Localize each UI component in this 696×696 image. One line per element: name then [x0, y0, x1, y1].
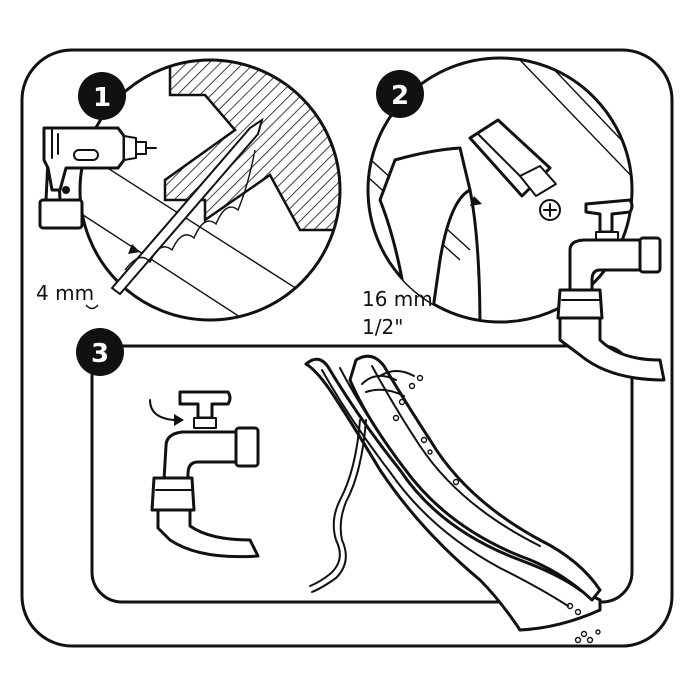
drill-icon — [38, 126, 157, 230]
faucet-icon — [556, 198, 666, 382]
step-3-detail: 3 — [76, 328, 602, 644]
hose-size-label: 16 mm — [362, 287, 433, 311]
drill-bit-icon — [110, 117, 264, 296]
step-2-badge: 2 — [376, 70, 424, 118]
hose-connector-icon — [468, 118, 557, 206]
hose-icon — [378, 146, 472, 322]
step-1-detail: 1 4 mm — [36, 58, 342, 322]
hose-icon — [309, 419, 361, 587]
step-3-number: 3 — [91, 339, 109, 369]
drill-size-label: 4 mm — [36, 281, 94, 305]
hose-inch-label: 1/2" — [362, 315, 403, 339]
screw-icon — [539, 199, 561, 221]
turn-arrow-icon — [149, 399, 175, 421]
step-1-badge: 1 — [78, 72, 126, 120]
step-3-badge: 3 — [76, 328, 124, 376]
step-1-number: 1 — [93, 83, 111, 113]
step-2-detail: 2 16 mm 1/2" — [362, 56, 666, 382]
faucet-icon — [150, 390, 260, 559]
step-2-number: 2 — [391, 81, 409, 111]
water-spray-icon — [361, 370, 601, 644]
